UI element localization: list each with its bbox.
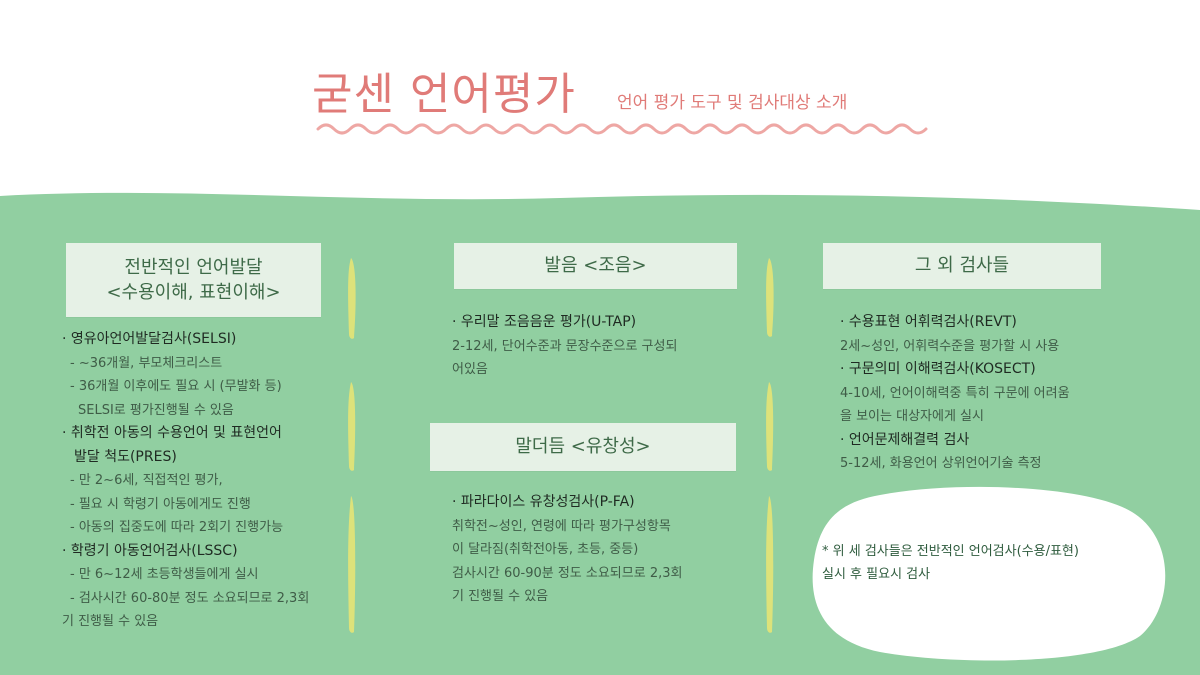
chip-other-tests: 그 외 검사들 bbox=[823, 243, 1101, 289]
test-name-item: · 언어문제해결력 검사 bbox=[840, 431, 970, 448]
test-name-item: · 우리말 조음음운 평가(U-TAP) bbox=[452, 314, 637, 330]
test-name-item: · 학령기 아동언어검사(LSSC) bbox=[62, 542, 238, 559]
test-detail-item: 을 보이는 대상자에게 실시 bbox=[840, 409, 984, 424]
test-detail-item: 2세~성인, 어휘력수준을 평가할 시 사용 bbox=[840, 338, 1060, 354]
test-detail-item: - 36개월 이후에도 필요 시 (무발화 등) bbox=[70, 379, 282, 394]
test-detail-item: SELSI로 평가진행될 수 있음 bbox=[78, 402, 234, 418]
test-detail-item: 기 진행될 수 있음 bbox=[452, 589, 549, 604]
test-detail-item: - 검사시간 60-80분 정도 소요되므로 2,3회 bbox=[70, 590, 310, 606]
divider-right bbox=[766, 258, 774, 633]
test-detail-item: - 만 2~6세, 직접적인 평가, bbox=[70, 473, 223, 488]
language-test-list: · 영유아언어발달검사(SELSI) - ~36개월, 부모체크리스트 - 36개월… bbox=[62, 328, 309, 634]
test-detail-item: - 아동의 집중도에 따라 2회기 진행가능 bbox=[70, 520, 284, 535]
test-detail-item: 이 달라짐(취학전아동, 초등, 중등) bbox=[452, 542, 639, 557]
note-text: * 위 세 검사들은 전반적인 언어검사(수용/표현) 실시 후 필요시 검사 bbox=[822, 541, 1079, 586]
test-detail-item: 발달 척도(PRES) bbox=[74, 448, 177, 465]
test-name-item: · 취학전 아동의 수용언어 및 표현언어 bbox=[62, 425, 282, 441]
other-test-list: · 수용표현 어휘력검사(REVT) 2세~성인, 어휘력수준을 평가할 시 사용… bbox=[840, 311, 1070, 476]
test-detail-item: 취학전~성인, 연령에 따라 평가구성항목 bbox=[452, 518, 671, 534]
test-name-item: · 수용표현 어휘력검사(REVT) bbox=[840, 314, 1017, 330]
test-detail-item: 4-10세, 언어이해력중 특히 구문에 어려움 bbox=[840, 385, 1070, 401]
chip-language-title-line1: 전반적인 언어발달 bbox=[124, 256, 263, 278]
test-name-item: · 파라다이스 유창성검사(P-FA) bbox=[452, 494, 635, 510]
note-bubble bbox=[812, 486, 1166, 661]
test-name-item: · 구문의미 이해력검사(KOSECT) bbox=[840, 361, 1036, 377]
note-line2: 실시 후 필요시 검사 bbox=[822, 566, 931, 582]
test-detail-item: - 필요 시 학령기 아동에게도 진행 bbox=[70, 496, 251, 512]
chip-fluency: 말더듬 <유창성> bbox=[430, 423, 736, 471]
test-detail-item: 기 진행될 수 있음 bbox=[62, 614, 159, 629]
chip-language-title-line2: <수용이해, 표현이해> bbox=[106, 282, 281, 303]
test-detail-item: 2-12세, 단어수준과 문장수준으로 구성되 bbox=[452, 338, 678, 354]
test-detail-item: - 만 6~12세 초등학생들에게 실시 bbox=[70, 567, 259, 582]
note-line1: * 위 세 검사들은 전반적인 언어검사(수용/표현) bbox=[822, 544, 1079, 559]
chip-articulation-title: 발음 <조음> bbox=[544, 255, 647, 277]
page-subtitle: 언어 평가 도구 및 검사대상 소개 bbox=[617, 93, 848, 113]
chip-language-development: 전반적인 언어발달 <수용이해, 표현이해> bbox=[66, 243, 321, 317]
fluency-test-list: · 파라다이스 유창성검사(P-FA) 취학전~성인, 연령에 따라 평가구성항목… bbox=[452, 491, 682, 609]
test-detail-item: 어있음 bbox=[452, 362, 488, 377]
test-detail-item: 5-12세, 화용언어 상위언어기술 측정 bbox=[840, 456, 1042, 471]
title-underline-wave bbox=[316, 123, 928, 135]
divider-left bbox=[348, 258, 356, 633]
articulation-test-list: · 우리말 조음음운 평가(U-TAP) 2-12세, 단어수준과 문장수준으로 … bbox=[452, 311, 677, 382]
chip-others-title: 그 외 검사들 bbox=[914, 255, 1010, 277]
test-detail-item: 검사시간 60-90분 정도 소요되므로 2,3회 bbox=[452, 565, 683, 581]
chip-fluency-title: 말더듬 <유창성> bbox=[515, 436, 651, 458]
test-name-item: · 영유아언어발달검사(SELSI) bbox=[62, 331, 237, 347]
page-title: 굳센 언어평가 bbox=[312, 69, 576, 120]
chip-articulation: 발음 <조음> bbox=[454, 243, 737, 289]
test-detail-item: - ~36개월, 부모체크리스트 bbox=[70, 355, 223, 371]
